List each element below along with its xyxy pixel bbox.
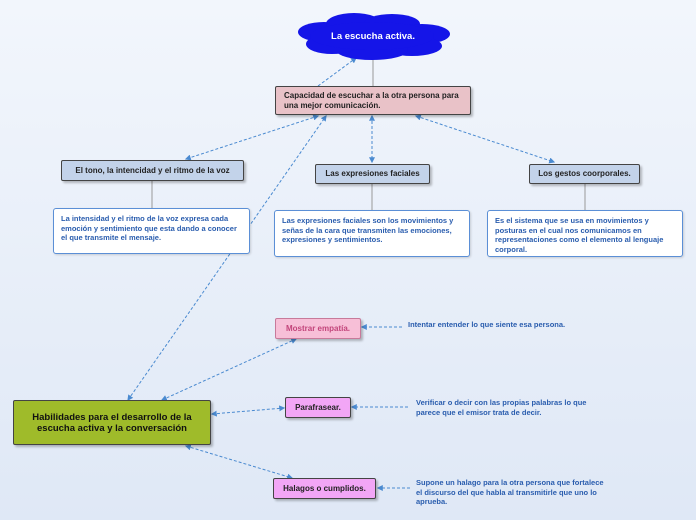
note-tone-text: La intensidad y el ritmo de la voz expre… — [61, 214, 237, 242]
arrow-capacity-gestures — [414, 114, 556, 164]
skill-compliments-label: Halagos o cumplidos. — [283, 483, 366, 493]
skill-paraphrase[interactable]: Parafrasear. — [285, 397, 351, 418]
note-empathy-text: Intentar entender lo que siente esa pers… — [408, 320, 566, 329]
arrow-capacity-tone — [184, 114, 320, 161]
note-empathy[interactable]: Intentar entender lo que siente esa pers… — [408, 320, 568, 330]
note-compliments[interactable]: Supone un halago para la otra persona qu… — [416, 478, 606, 507]
arrow-skills-capacity — [127, 115, 327, 401]
arrow-skills-compliments — [184, 444, 294, 480]
arrow-capacity-title — [317, 57, 357, 87]
branch-gestures[interactable]: Los gestos coorporales. — [529, 164, 640, 184]
arrow-skills-paraphrase — [210, 405, 286, 417]
title-cloud[interactable]: La escucha activa. — [292, 12, 454, 60]
branch-facial-label: Las expresiones faciales — [325, 169, 420, 178]
arrow-skills-empathy — [160, 338, 298, 401]
note-paraphrase-text: Verificar o decir con las propias palabr… — [416, 398, 587, 417]
note-paraphrase[interactable]: Verificar o decir con las propias palabr… — [416, 398, 604, 417]
capacity-node[interactable]: Capacidad de escuchar a la otra persona … — [275, 86, 471, 115]
skills-label: Habilidades para el desarrollo de la esc… — [32, 411, 192, 434]
skill-empathy-label: Mostrar empatía. — [285, 323, 351, 333]
capacity-label: Capacidad de escuchar a la otra persona … — [284, 90, 459, 110]
branch-tone-label: El tono, la intencidad y el ritmo de la … — [75, 165, 230, 175]
note-facial[interactable]: Las expresiones faciales son los movimie… — [274, 210, 470, 257]
title-label: La escucha activa. — [331, 31, 415, 42]
skill-compliments[interactable]: Halagos o cumplidos. — [273, 478, 376, 499]
branch-gestures-label: Los gestos coorporales. — [538, 169, 631, 178]
skill-paraphrase-label: Parafrasear. — [295, 402, 341, 412]
note-facial-text: Las expresiones faciales son los movimie… — [282, 216, 454, 244]
note-gestures[interactable]: Es el sistema que se usa en movimientos … — [487, 210, 683, 257]
branch-facial[interactable]: Las expresiones faciales — [315, 164, 430, 184]
cloud-shape — [298, 13, 450, 60]
note-gestures-text: Es el sistema que se usa en movimientos … — [495, 216, 664, 254]
skills-node[interactable]: Habilidades para el desarrollo de la esc… — [13, 400, 211, 445]
note-tone[interactable]: La intensidad y el ritmo de la voz expre… — [53, 208, 250, 254]
skill-empathy[interactable]: Mostrar empatía. — [275, 318, 361, 339]
branch-tone[interactable]: El tono, la intencidad y el ritmo de la … — [61, 160, 244, 181]
note-compliments-text: Supone un halago para la otra persona qu… — [416, 478, 604, 506]
